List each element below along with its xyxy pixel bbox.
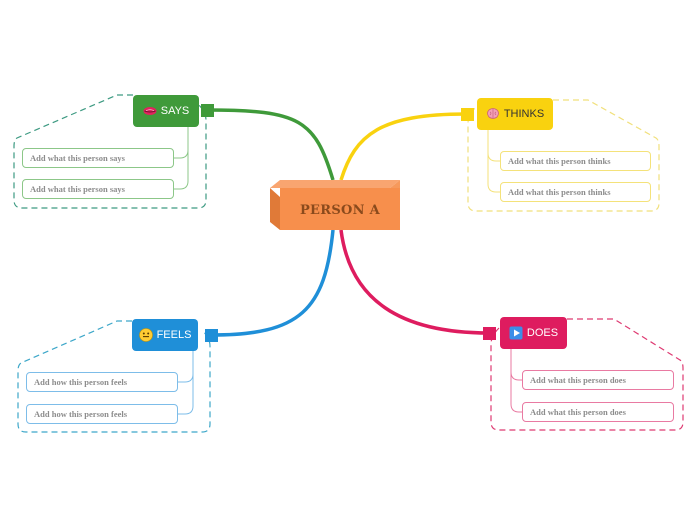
center-node-label[interactable]: PERSON A: [299, 202, 381, 218]
feels-sub-connector-1: [178, 351, 194, 383]
thinks-subtopic-1[interactable]: Add what this person thinks: [500, 151, 651, 171]
does-sub-connector-2: [510, 372, 523, 413]
feels-subtopic-1[interactable]: Add how this person feels: [26, 372, 178, 392]
does-subtopic-2[interactable]: Add what this person does: [522, 402, 674, 422]
brain-icon: [486, 107, 500, 121]
says-subtopic-2[interactable]: Add what this person says: [22, 179, 174, 199]
center-node-box[interactable]: [270, 180, 400, 230]
says-subtopic-1[interactable]: Add what this person says: [22, 148, 174, 168]
says-topic-label: SAYS: [160, 105, 190, 117]
thinks-subtopic-2[interactable]: Add what this person thinks: [500, 182, 651, 202]
smiley-icon: [138, 328, 153, 342]
feels-subtopic-2[interactable]: Add how this person feels: [26, 404, 178, 424]
feels-topic[interactable]: FEELS: [132, 319, 198, 351]
feels-topic-label: FEELS: [156, 329, 192, 341]
feels-connector: [211, 229, 335, 337]
does-topic[interactable]: DOES: [500, 317, 567, 349]
does-connector-knob[interactable]: [483, 327, 496, 340]
feels-group-outline: [17, 320, 211, 433]
thinks-sub-connector-2: [487, 153, 501, 193]
thinks-connector-knob[interactable]: [461, 108, 474, 121]
thinks-topic[interactable]: THINKS: [477, 98, 553, 130]
does-connector: [339, 229, 490, 335]
says-connector-knob[interactable]: [201, 104, 214, 117]
thinks-connector: [339, 112, 467, 181]
says-topic[interactable]: SAYS: [133, 95, 199, 127]
does-group-outline: [490, 318, 684, 431]
says-sub-connector-2: [174, 150, 189, 190]
does-subtopic-1[interactable]: Add what this person does: [522, 370, 674, 390]
feels-connector-knob[interactable]: [205, 329, 218, 342]
says-connector: [207, 108, 335, 181]
thinks-topic-label: THINKS: [503, 108, 545, 120]
feels-sub-connector-2: [178, 374, 194, 415]
lips-icon: [143, 104, 157, 118]
does-topic-label: DOES: [526, 327, 559, 339]
says-sub-connector-1: [174, 127, 189, 159]
play-button-icon: [509, 326, 523, 340]
